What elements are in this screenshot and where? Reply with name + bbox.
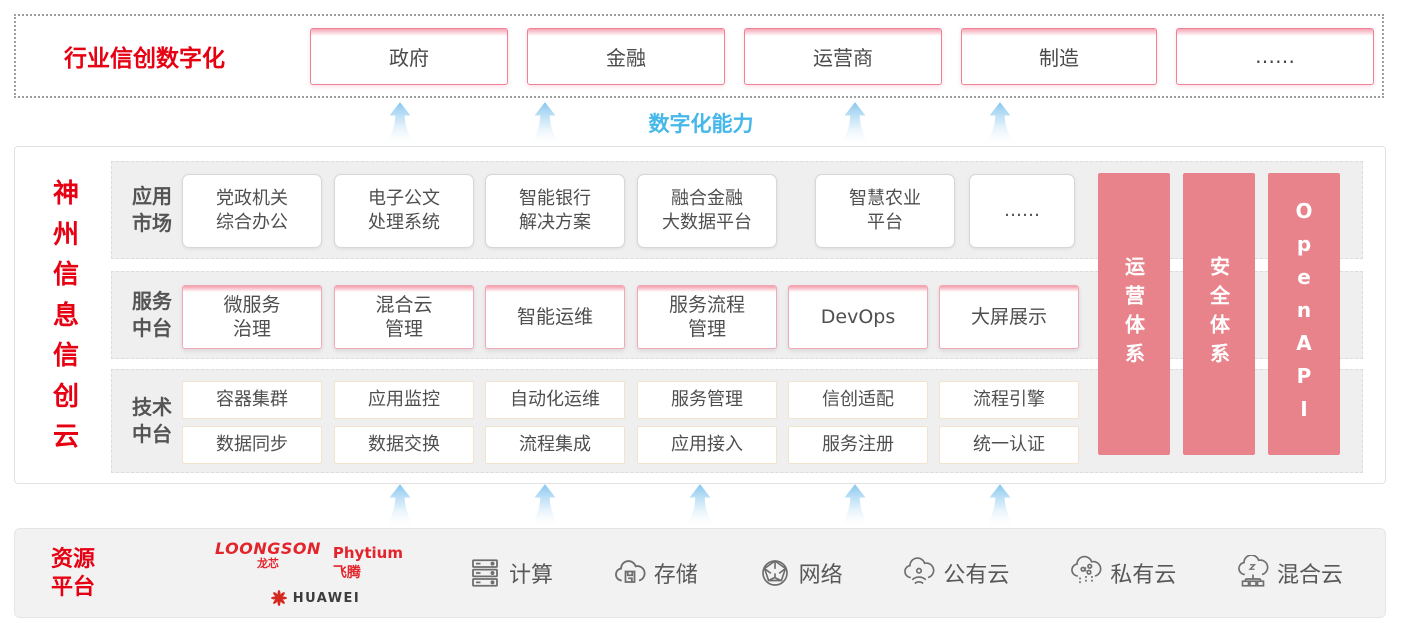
up-arrow-icon — [529, 484, 561, 528]
service-box: 智能运维 — [485, 285, 625, 349]
band-app-market-label: 应用 市场 — [132, 184, 172, 235]
tech-box: 统一认证 — [939, 426, 1079, 464]
private-cloud-icon — [1071, 555, 1102, 584]
tech-box: 服务管理 — [637, 381, 777, 419]
band-service-label: 服务 中台 — [132, 289, 172, 340]
compute-icon — [472, 559, 498, 587]
band-service: 服务 中台 微服务 治理 混合云 管理 智能运维 服务流程 管理 DevOps … — [111, 271, 1363, 359]
platform-title: 神州信息信创云 — [52, 179, 79, 452]
industry-list: 政府 金融 运营商 制造 …… — [310, 27, 1374, 85]
pillar-operation-system: 运营体系 — [1098, 173, 1170, 455]
platform-box: 神州信息信创云 应用 市场 党政机关 综合办公 电子公文 处理系统 智能银行 解… — [14, 146, 1386, 484]
up-arrow-icon — [384, 484, 416, 528]
tech-box: 数据同步 — [182, 426, 322, 464]
industry-operator: 运营商 — [744, 27, 942, 85]
resource-hybrid-cloud: 混合云 — [1235, 555, 1343, 591]
resource-private-cloud: 私有云 — [1068, 555, 1176, 591]
up-arrow-icon — [384, 102, 416, 146]
band-tech: 技术 中台 容器集群 应用监控 自动化运维 服务管理 信创适配 流程引擎 数据同… — [111, 369, 1363, 473]
vendor-logos: LOONGSON 龙芯 Phytium飞腾 — [215, 541, 415, 607]
industry-layer-title: 行业信创数字化 — [64, 46, 225, 72]
storage-icon — [614, 560, 646, 583]
resource-list: 计算 存储 网络 — [467, 529, 1343, 617]
resource-compute: 计算 — [467, 555, 553, 591]
tech-box: 服务注册 — [788, 426, 928, 464]
pillar-open-api: OpenAPI — [1268, 173, 1340, 455]
app-box: 融合金融 大数据平台 — [637, 174, 777, 248]
industry-finance: 金融 — [527, 27, 725, 85]
tech-box: 自动化运维 — [485, 381, 625, 419]
tech-box: 数据交换 — [334, 426, 474, 464]
up-arrow-icon — [529, 102, 561, 146]
service-box: 服务流程 管理 — [637, 285, 777, 349]
resource-storage: 存储 — [612, 555, 698, 591]
huawei-logo: HUAWEI — [270, 589, 361, 607]
resource-public-cloud: 公有云 — [901, 555, 1009, 591]
resource-network: 网络 — [757, 555, 843, 591]
public-cloud-icon — [904, 557, 935, 585]
network-icon — [761, 559, 788, 586]
up-arrow-icon — [684, 484, 716, 528]
app-box: 党政机关 综合办公 — [182, 174, 322, 248]
service-box: 大屏展示 — [939, 285, 1079, 349]
pillar-security-system: 安全体系 — [1183, 173, 1255, 455]
service-box: 微服务 治理 — [182, 285, 322, 349]
tech-box: 容器集群 — [182, 381, 322, 419]
industry-government: 政府 — [310, 27, 508, 85]
up-arrow-icon — [984, 102, 1016, 146]
app-box-more: …… — [969, 174, 1075, 248]
band-app-market: 应用 市场 党政机关 综合办公 电子公文 处理系统 智能银行 解决方案 融合金融… — [111, 161, 1363, 259]
app-box: 智能银行 解决方案 — [485, 174, 625, 248]
digital-capability-label: 数字化能力 — [648, 112, 754, 136]
up-arrow-icon — [984, 484, 1016, 528]
tech-box: 应用监控 — [334, 381, 474, 419]
industry-more: …… — [1176, 27, 1374, 85]
service-box: 混合云 管理 — [334, 285, 474, 349]
resource-layer-title: 资源 平台 — [51, 547, 96, 600]
tech-box: 流程集成 — [485, 426, 625, 464]
tech-box: 信创适配 — [788, 381, 928, 419]
phytium-logo: Phytium飞腾 — [332, 544, 403, 581]
tech-box: 流程引擎 — [939, 381, 1079, 419]
hybrid-cloud-icon — [1238, 555, 1269, 587]
tech-box: 应用接入 — [637, 426, 777, 464]
band-tech-label: 技术 中台 — [132, 395, 172, 446]
resource-layer: 资源 平台 LOONGSON 龙芯 Phytium飞腾 — [14, 528, 1386, 618]
service-box: DevOps — [788, 285, 928, 349]
up-arrow-icon — [839, 102, 871, 146]
app-box: 智慧农业 平台 — [815, 174, 955, 248]
industry-manufacturing: 制造 — [961, 27, 1157, 85]
up-arrow-icon — [839, 484, 871, 528]
app-box: 电子公文 处理系统 — [334, 174, 474, 248]
huawei-flower-icon — [270, 590, 287, 606]
loongson-logo: LOONGSON 龙芯 — [215, 539, 321, 570]
industry-layer: 行业信创数字化 政府 金融 运营商 制造 …… — [14, 14, 1384, 98]
